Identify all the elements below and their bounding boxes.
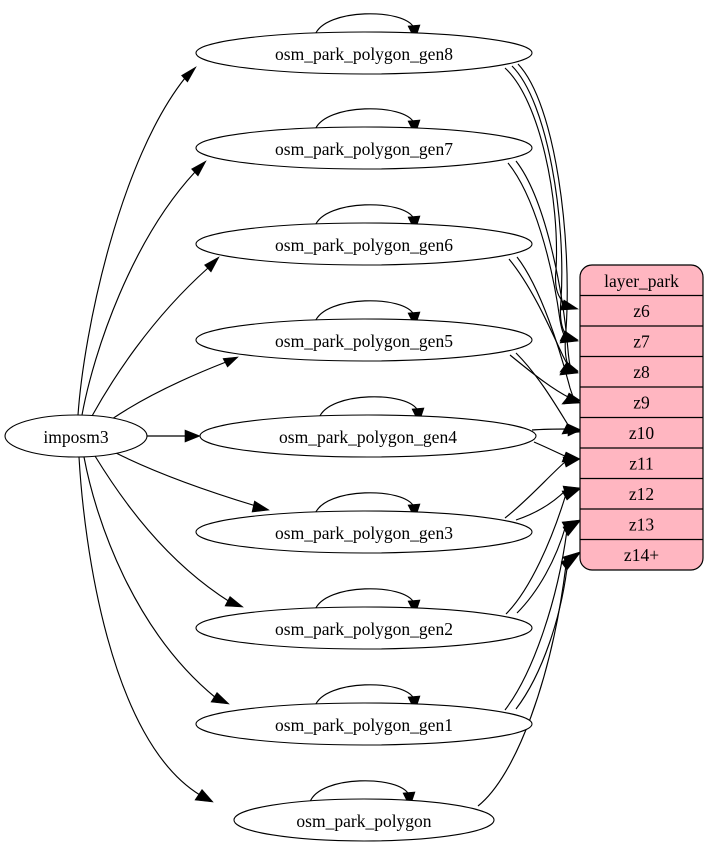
table-row-z7[interactable]: z7 [633, 332, 650, 352]
edge-imposm3-to-gen7 [81, 160, 207, 416]
edge-imposm3-to-gen1 [83, 456, 230, 705]
table-row-z10[interactable]: z10 [629, 423, 655, 443]
node-label-gen8: osm_park_polygon_gen8 [275, 44, 453, 64]
node-osm-park-polygon-gen1[interactable]: osm_park_polygon_gen1 [195, 702, 533, 746]
table-row-z6[interactable]: z6 [633, 301, 650, 321]
edge-imposm3-to-gen2 [94, 455, 244, 608]
table-row-z12[interactable]: z12 [629, 484, 654, 504]
node-osm-park-polygon-gen2[interactable]: osm_park_polygon_gen2 [195, 606, 533, 650]
edge-gen8-to-z7 [511, 65, 579, 342]
edge-gen5-to-z9 [509, 354, 582, 405]
edge-gen8-to-z6 [504, 67, 579, 311]
edge-gen6-to-z9 [516, 256, 581, 405]
node-osm-park-polygon-gen5[interactable]: osm_park_polygon_gen5 [195, 318, 533, 362]
node-label-gen3: osm_park_polygon_gen3 [275, 523, 453, 543]
node-osm-park-polygon-gen6[interactable]: osm_park_polygon_gen6 [195, 222, 533, 266]
node-imposm3[interactable]: imposm3 [4, 414, 148, 458]
edge-gen8-to-z8 [517, 63, 579, 373]
edge-imposm3-to-gen8 [77, 66, 197, 416]
node-osm-park-polygon-gen4[interactable]: osm_park_polygon_gen4 [199, 414, 537, 458]
node-osm-park-polygon-gen3[interactable]: osm_park_polygon_gen3 [195, 510, 533, 554]
table-row-z8[interactable]: z8 [633, 362, 650, 382]
edge-group-nodes-to-zooms [477, 63, 582, 807]
edge-gen4-to-z10 [531, 423, 582, 437]
node-label-gen6: osm_park_polygon_gen6 [275, 235, 453, 255]
node-osm-park-polygon[interactable]: osm_park_polygon [233, 798, 495, 842]
edge-imposm3-to-gen6 [91, 256, 220, 417]
edge-imposm3-to-gen3 [115, 452, 270, 513]
edge-gen2-to-z12 [505, 488, 581, 615]
edge-gen3-to-z11 [504, 456, 581, 519]
edge-gen1-to-z13 [504, 520, 581, 711]
node-label-gen2: osm_park_polygon_gen2 [275, 619, 453, 639]
edge-imposm3-to-gen4 [147, 429, 201, 443]
node-osm-park-polygon-gen7[interactable]: osm_park_polygon_gen7 [195, 126, 533, 170]
node-label-gen7: osm_park_polygon_gen7 [275, 139, 453, 159]
edge-gen7-to-z7 [507, 162, 579, 344]
node-osm-park-polygon-gen8[interactable]: osm_park_polygon_gen8 [195, 31, 533, 75]
layer-park-header: layer_park [604, 271, 679, 291]
edge-gen6-to-z8 [508, 258, 579, 376]
node-label-polygon: osm_park_polygon [296, 811, 431, 831]
edge-imposm3-to-polygon [78, 456, 214, 803]
edge-group-source-to-nodes [77, 66, 270, 803]
edge-polygon-to-z14 [477, 552, 581, 807]
table-row-z11[interactable]: z11 [629, 454, 654, 474]
layer-park-table[interactable]: layer_park z6 z7 z8 z9 z10 z11 z12 z13 z… [579, 264, 704, 571]
table-row-z13[interactable]: z13 [629, 515, 655, 535]
table-row-z14p[interactable]: z14+ [624, 545, 659, 565]
node-label-gen4: osm_park_polygon_gen4 [279, 427, 457, 447]
edge-imposm3-to-gen5 [111, 356, 239, 420]
node-label-imposm3: imposm3 [43, 427, 108, 447]
table-row-z9[interactable]: z9 [633, 393, 650, 413]
node-label-gen5: osm_park_polygon_gen5 [275, 331, 453, 351]
node-label-gen1: osm_park_polygon_gen1 [275, 715, 453, 735]
